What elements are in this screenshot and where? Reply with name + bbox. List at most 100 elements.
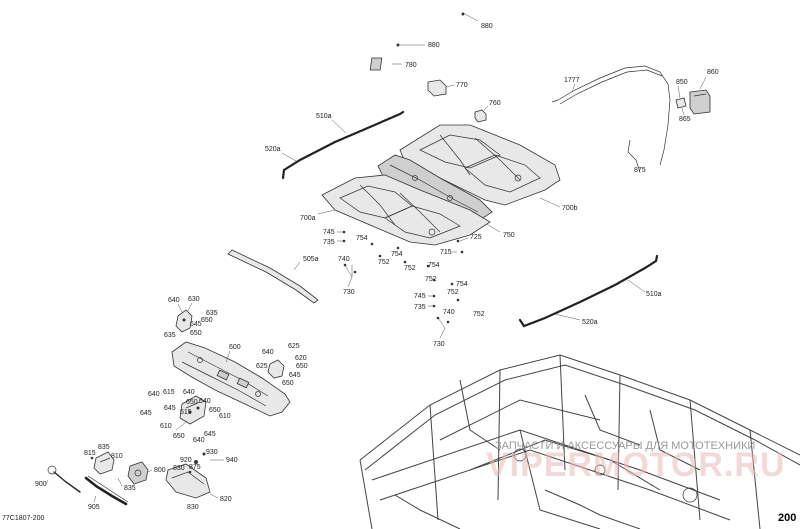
callout-752-a: 752 — [378, 259, 390, 266]
callout-752-d: 752 — [447, 289, 459, 296]
callout-615-a: 615 — [163, 389, 175, 396]
callout-600: 600 — [229, 344, 241, 351]
callout-745-b: 745 — [414, 293, 426, 300]
callout-754-b: 754 — [391, 251, 403, 258]
bracket-610-group: 640 615 640 645 650 640 645 615 650 610 … — [140, 389, 231, 444]
callout-620-a: 620 — [295, 355, 307, 362]
callout-625-a: 625 — [288, 343, 300, 350]
callout-615-b: 615 — [180, 409, 192, 416]
callout-735-b: 735 — [414, 304, 426, 311]
callout-650-c: 650 — [296, 363, 308, 370]
callout-645-e: 645 — [204, 431, 216, 438]
callout-650-a: 650 — [201, 317, 213, 324]
pad-760: 760 — [474, 100, 501, 123]
callout-730-b: 730 — [433, 341, 445, 348]
callout-900: 900 — [35, 481, 47, 488]
callout-510a-bottom: 510a — [646, 291, 662, 298]
callout-610-b: 610 — [160, 423, 172, 430]
callout-920: 920 — [180, 457, 192, 464]
wire-harness-1777: 1777 875 — [551, 65, 671, 174]
callout-835-b: 835 — [124, 485, 136, 492]
callout-635-a: 635 — [206, 310, 218, 317]
trim-strip-505a: 505a — [227, 249, 319, 304]
callout-880-top: 880 — [481, 23, 493, 30]
callout-875: 875 — [634, 167, 646, 174]
callout-645-c: 645 — [164, 405, 176, 412]
callout-940: 940 — [226, 457, 238, 464]
callout-780: 780 — [405, 62, 417, 69]
callout-875-b: 875 — [189, 464, 201, 471]
bracket-630-group: 640 630 635 645 650 635 650 — [164, 296, 218, 339]
callout-650-g: 650 — [173, 433, 185, 440]
callout-810: 810 — [111, 453, 123, 460]
callout-830-a: 830 — [173, 465, 185, 472]
bracket-625-group: 640 625 620 625 650 645 650 — [256, 343, 308, 387]
callout-1777: 1777 — [564, 77, 580, 84]
callout-645-a: 645 — [190, 321, 202, 328]
callout-815: 815 — [84, 450, 96, 457]
wiper-motor-group: 815 835 810 800 835 — [84, 444, 166, 492]
callout-770: 770 — [456, 82, 468, 89]
callout-830-b: 830 — [187, 504, 199, 511]
callout-745-a: 745 — [323, 229, 335, 236]
module-860: 860 850 865 — [675, 69, 719, 123]
callout-740-b: 740 — [443, 309, 455, 316]
rod-510a-top: 510a 520a — [265, 110, 405, 180]
callout-880-second: 880 — [428, 42, 440, 49]
callout-735-a: 735 — [323, 239, 335, 246]
callout-835-a: 835 — [98, 444, 110, 451]
callout-752-c: 752 — [425, 276, 437, 283]
callout-930: 930 — [206, 449, 218, 456]
callout-730-a: 730 — [343, 289, 355, 296]
callout-800: 800 — [154, 467, 166, 474]
callout-640-f: 640 — [193, 437, 205, 444]
callout-645-d: 645 — [140, 410, 152, 417]
floor-panel-700a: 700a — [300, 174, 491, 246]
callout-754-d: 754 — [456, 281, 468, 288]
callout-865: 865 — [679, 116, 691, 123]
callout-610-a: 610 — [219, 413, 231, 420]
callout-752-e: 752 — [473, 311, 485, 318]
callout-630: 630 — [188, 296, 200, 303]
callout-640-d: 640 — [183, 389, 195, 396]
callout-752-b: 752 — [404, 265, 416, 272]
callout-640-a: 640 — [168, 297, 180, 304]
pad-770: 770 — [427, 79, 468, 97]
watermark-caption: ЗАПЧАСТИ И АКСЕССУАРЫ ДЛЯ МОТОТЕХНИКИ — [495, 440, 755, 452]
callout-750: 750 — [503, 232, 515, 239]
rod-510a-bottom: 510a 520a — [518, 254, 662, 328]
fasteners-mid: 745 735 754 752 754 752 725 715 740 730 — [323, 229, 482, 296]
fasteners-right-mid: 754 752 754 752 752 745 735 740 730 — [414, 262, 485, 348]
dash-panel-600: 600 — [171, 341, 291, 417]
callout-510a-top: 510a — [316, 113, 332, 120]
clip-780: 780 — [369, 57, 417, 71]
callout-650-f: 650 — [209, 407, 221, 414]
callout-645-b: 645 — [289, 372, 301, 379]
callout-760: 760 — [489, 100, 501, 107]
callout-640-b: 640 — [262, 349, 274, 356]
callout-715: 715 — [440, 249, 452, 256]
callout-650-e: 650 — [186, 399, 198, 406]
callout-905: 905 — [88, 504, 100, 511]
callout-725: 725 — [470, 234, 482, 241]
callout-820: 820 — [220, 496, 232, 503]
watermark: VIPERMOTOR.RU ЗАПЧАСТИ И АКСЕССУАРЫ ДЛЯ … — [486, 440, 786, 484]
callout-625-b: 625 — [256, 363, 268, 370]
page-number: 200 — [778, 512, 796, 524]
callout-640-c: 640 — [148, 391, 160, 398]
callout-700a: 700a — [300, 215, 316, 222]
watermark-logo: VIPERMOTOR.RU — [486, 446, 786, 484]
top-fasteners: 880 880 — [396, 12, 493, 49]
callout-520a-bottom: 520a — [582, 319, 598, 326]
callout-850: 850 — [676, 79, 688, 86]
wiper-arm-900: 900 — [35, 465, 81, 493]
roll-cage-frame — [359, 354, 800, 529]
reference-code: 77C1807-200 — [2, 515, 45, 522]
wiper-blade-905: 905 — [84, 475, 129, 511]
callout-640-e: 640 — [199, 398, 211, 405]
callout-754-a: 754 — [356, 235, 368, 242]
callout-635-b: 635 — [164, 332, 176, 339]
callout-740-a: 740 — [338, 256, 350, 263]
